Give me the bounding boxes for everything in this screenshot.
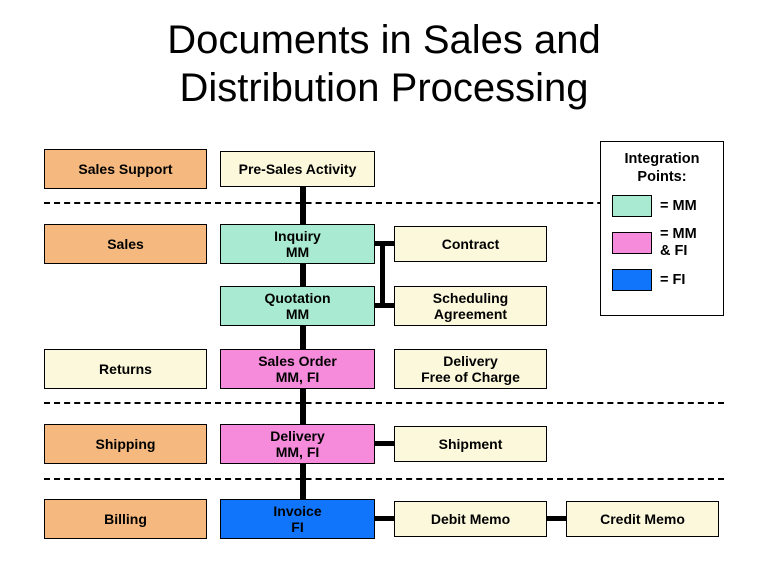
connector-debitmemo-creditmemo bbox=[546, 516, 568, 521]
document-label-line2: MM, FI bbox=[275, 444, 320, 460]
stage-box-returns[interactable]: Returns bbox=[44, 349, 207, 389]
document-label-line2: MM bbox=[285, 306, 310, 322]
legend-swatch-mm-fi bbox=[612, 232, 652, 254]
document-label-line1: Pre-Sales Activity bbox=[238, 161, 357, 177]
stage-label: Sales bbox=[107, 236, 144, 252]
connector-quotation-scheduling bbox=[374, 303, 396, 308]
legend-label-fi: = FI bbox=[660, 271, 686, 288]
document-label-line1: Contract bbox=[441, 236, 500, 252]
stage-box-sales[interactable]: Sales bbox=[44, 224, 207, 264]
document-label-line2: Free of Charge bbox=[421, 369, 520, 385]
divider-shipping bbox=[44, 478, 724, 480]
stage-label: Billing bbox=[104, 511, 147, 527]
legend-row-fi: = FI bbox=[601, 269, 723, 291]
connector-delivery-shipment bbox=[374, 441, 396, 446]
document-box-invoice[interactable]: Invoice FI bbox=[220, 499, 375, 539]
document-label-line1: Sales Order bbox=[258, 353, 337, 369]
document-box-sales-order[interactable]: Sales Order MM, FI bbox=[220, 349, 375, 389]
stage-label: Returns bbox=[99, 361, 152, 377]
document-label-line1: Debit Memo bbox=[430, 511, 511, 527]
document-label-line1: Shipment bbox=[438, 436, 503, 452]
document-label-line1: Inquiry bbox=[274, 228, 321, 244]
document-label-line1: Delivery bbox=[270, 428, 325, 444]
document-label-line1: Quotation bbox=[264, 290, 331, 306]
document-label-line1: Scheduling bbox=[432, 290, 509, 306]
document-label-line2: MM bbox=[285, 244, 310, 260]
document-box-scheduling-agreement[interactable]: Scheduling Agreement bbox=[394, 286, 547, 326]
document-box-shipment[interactable]: Shipment bbox=[394, 426, 547, 462]
document-box-credit-memo[interactable]: Credit Memo bbox=[566, 501, 719, 537]
stage-box-sales-support[interactable]: Sales Support bbox=[44, 149, 207, 189]
document-box-inquiry[interactable]: Inquiry MM bbox=[220, 224, 375, 264]
legend-swatch-fi bbox=[612, 269, 652, 291]
stage-box-billing[interactable]: Billing bbox=[44, 499, 207, 539]
document-box-pre-sales-activity[interactable]: Pre-Sales Activity bbox=[220, 151, 375, 187]
stage-label: Sales Support bbox=[78, 161, 173, 177]
stage-label: Shipping bbox=[95, 436, 156, 452]
document-label-line1: Invoice bbox=[273, 503, 322, 519]
connector-invoice-debitmemo bbox=[374, 516, 396, 521]
document-box-delivery[interactable]: Delivery MM, FI bbox=[220, 424, 375, 464]
legend-row-mm: = MM bbox=[601, 195, 723, 217]
legend-row-mm-fi: = MM & FI bbox=[601, 226, 723, 260]
legend-title-line2: Points: bbox=[637, 169, 687, 185]
document-box-contract[interactable]: Contract bbox=[394, 226, 547, 262]
document-label-line1: Credit Memo bbox=[600, 511, 685, 527]
divider-sales bbox=[44, 402, 724, 404]
legend-title: Integration Points: bbox=[601, 142, 723, 186]
stage-box-shipping[interactable]: Shipping bbox=[44, 424, 207, 464]
document-label-line1: Delivery bbox=[443, 353, 498, 369]
title-line-2: Distribution Processing bbox=[179, 66, 589, 110]
connector-inquiry-contract bbox=[374, 241, 396, 246]
legend-title-line1: Integration bbox=[624, 151, 700, 167]
document-box-debit-memo[interactable]: Debit Memo bbox=[394, 501, 547, 537]
document-label-line2: FI bbox=[291, 519, 304, 535]
connector-contract-bracket bbox=[380, 241, 385, 307]
document-label-line2: Agreement bbox=[433, 306, 508, 322]
legend-swatch-mm bbox=[612, 195, 652, 217]
document-box-delivery-free-of-charge[interactable]: Delivery Free of Charge bbox=[394, 349, 547, 389]
divider-sales-support bbox=[44, 202, 724, 204]
legend-panel: Integration Points: = MM = MM & FI = FI bbox=[600, 141, 724, 316]
title-line-1: Documents in Sales and bbox=[167, 18, 601, 62]
legend-label-mm-fi: = MM & FI bbox=[660, 226, 697, 259]
document-label-line2: MM, FI bbox=[275, 369, 320, 385]
legend-label-mm: = MM bbox=[660, 197, 697, 214]
page-title: Documents in Sales and Distribution Proc… bbox=[0, 16, 768, 112]
document-box-quotation[interactable]: Quotation MM bbox=[220, 286, 375, 326]
